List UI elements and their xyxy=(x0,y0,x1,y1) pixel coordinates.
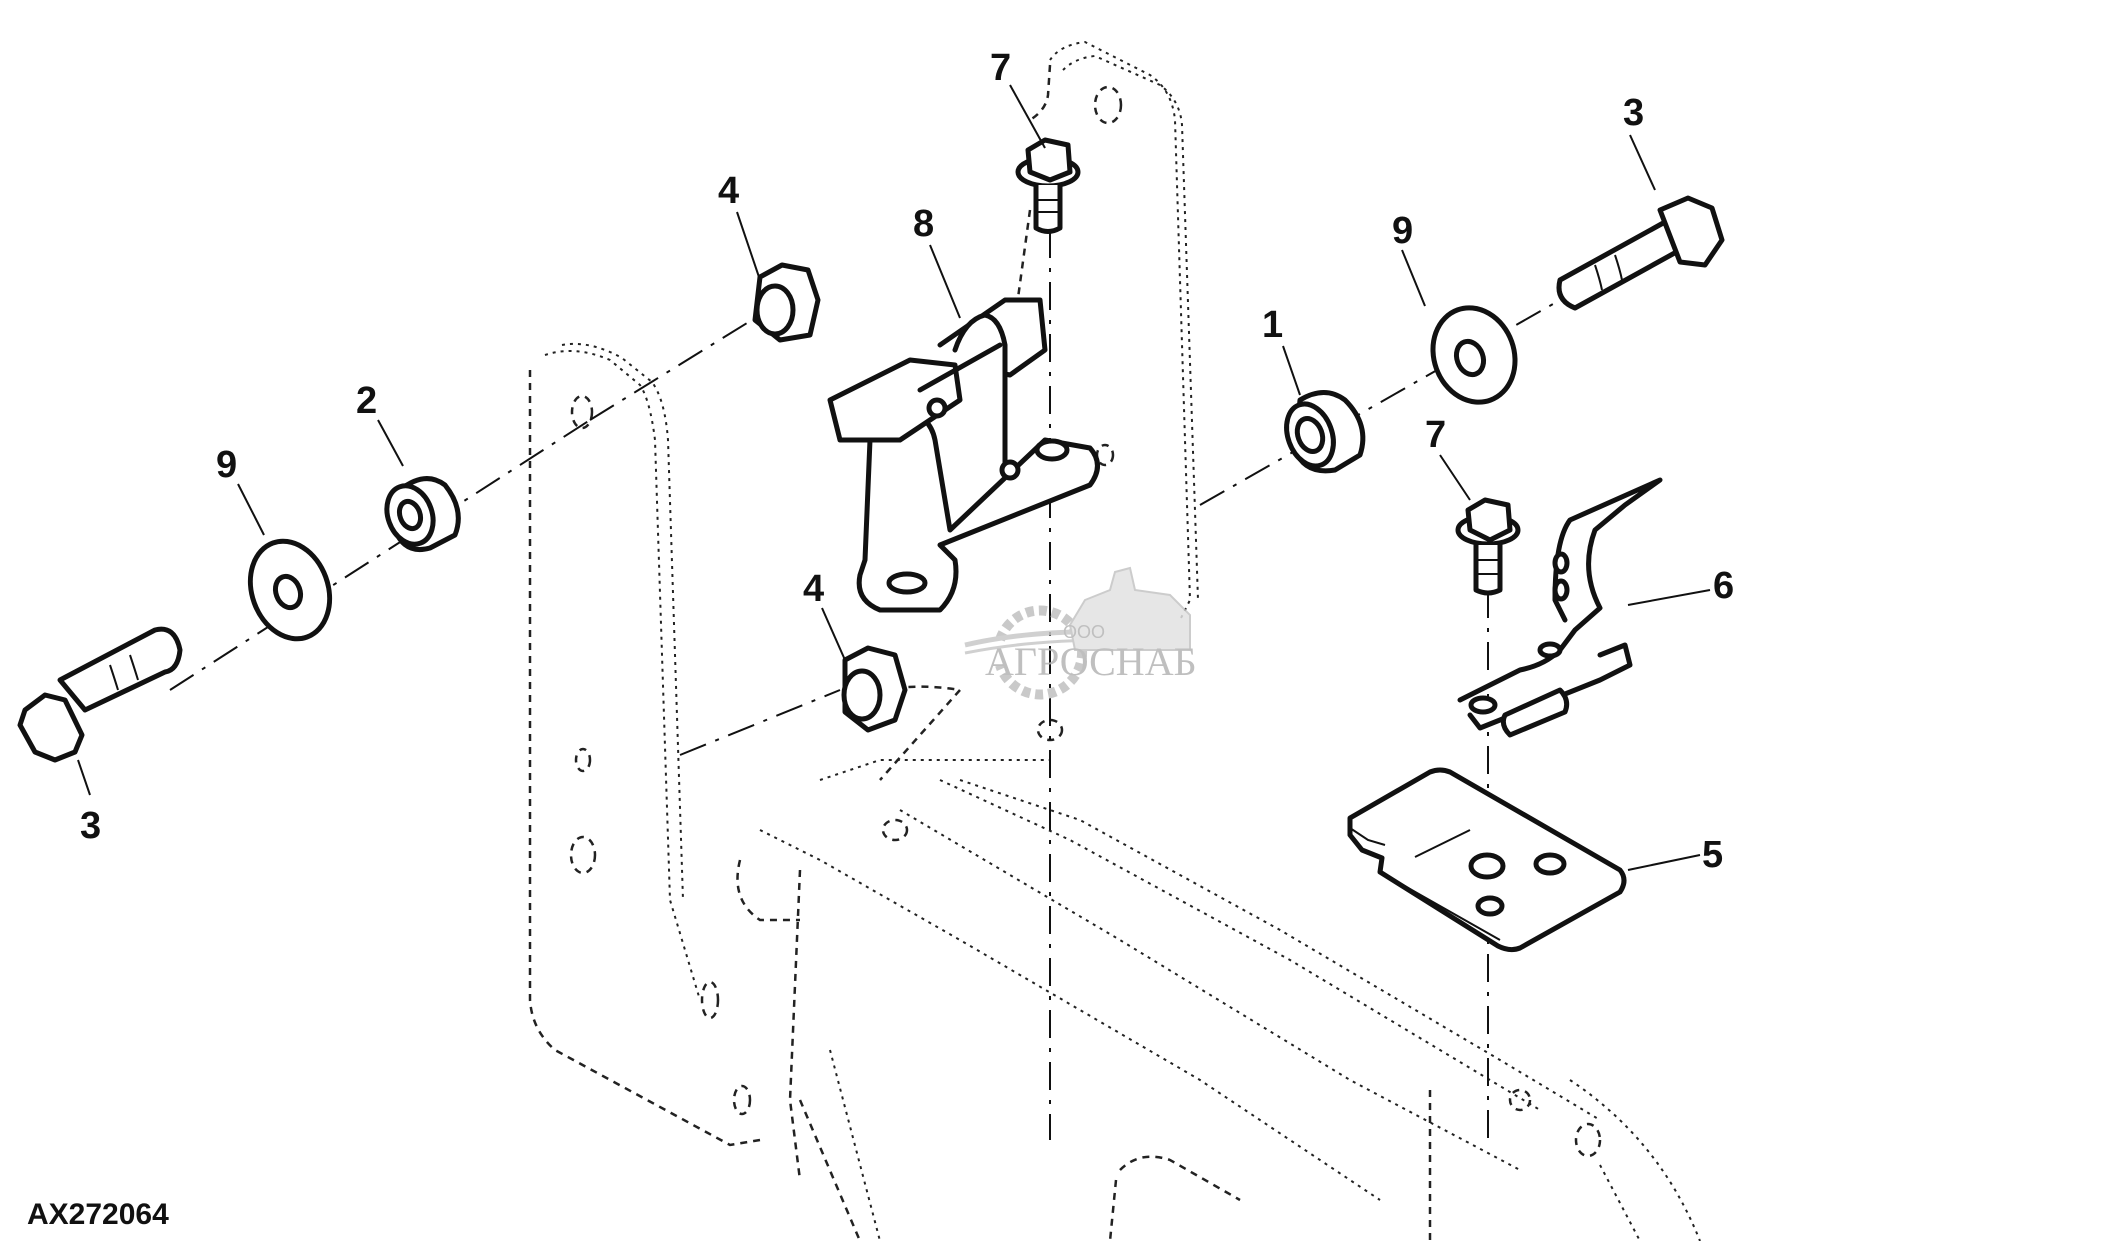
latch-6 xyxy=(1457,477,1663,738)
callout-3-right: 3 xyxy=(1623,92,1644,134)
plate-5 xyxy=(1347,767,1627,953)
figure-id-label: AX272064 xyxy=(27,1198,169,1231)
bolt-7-top xyxy=(1015,137,1081,234)
watermark-logo: ООО АГРОСНАБ xyxy=(964,566,1197,700)
watermark-prefix: ООО xyxy=(1063,622,1105,642)
washer-9-left xyxy=(247,538,333,642)
washer-9-right xyxy=(1430,305,1518,405)
spacer-1 xyxy=(1284,390,1366,474)
bolt-3-left xyxy=(17,626,183,763)
bolt-3-right xyxy=(1556,195,1725,311)
callout-3-left: 3 xyxy=(80,805,101,847)
callout-2: 2 xyxy=(356,380,377,422)
callouts: 7 8 4 4 2 9 3 1 9 3 7 6 5 xyxy=(80,47,1734,876)
callout-5: 5 xyxy=(1702,834,1723,876)
watermark-brand: АГРОСНАБ xyxy=(985,639,1197,684)
callout-6: 6 xyxy=(1713,565,1734,607)
nut-4-mid xyxy=(841,645,908,733)
callout-7-top: 7 xyxy=(990,47,1011,89)
callout-7-right: 7 xyxy=(1425,414,1446,456)
callout-8: 8 xyxy=(913,203,934,245)
bracket-8 xyxy=(827,297,1100,613)
spacer-2 xyxy=(384,476,461,552)
leader-lines xyxy=(77,84,1711,871)
bolt-7-right xyxy=(1455,497,1521,596)
callout-4-mid: 4 xyxy=(803,568,824,610)
callout-9-right: 9 xyxy=(1392,210,1413,252)
callout-4-top: 4 xyxy=(718,170,739,212)
callout-9-left: 9 xyxy=(216,444,237,486)
nut-4-top xyxy=(752,262,821,343)
callout-1: 1 xyxy=(1262,304,1283,346)
